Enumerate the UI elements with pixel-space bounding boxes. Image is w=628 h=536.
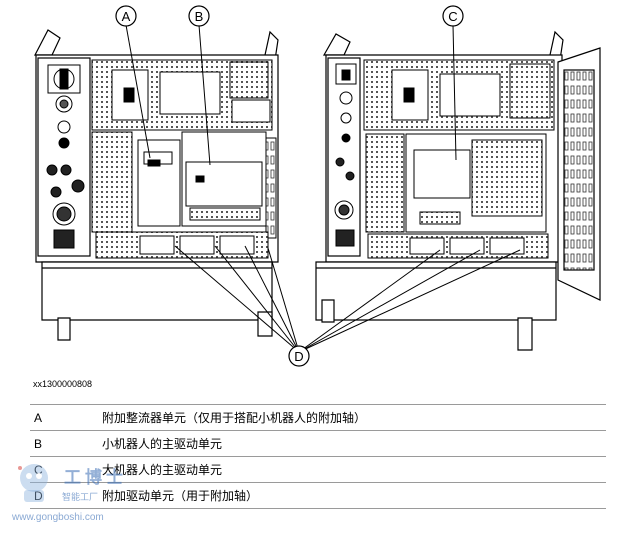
legend-description: 附加整流器单元（仅用于搭配小机器人的附加轴） (96, 404, 606, 431)
cabinet-illustration: A B C D (34, 5, 601, 367)
legend-row: B 小机器人的主驱动单元 (30, 430, 606, 457)
legend-key: D (30, 482, 96, 509)
callout-c: C (442, 5, 464, 27)
watermark-tagline: 智能工厂 (62, 493, 99, 503)
watermark-logo-icon (18, 464, 48, 502)
svg-text:C: C (448, 9, 457, 24)
legend-row: A 附加整流器单元（仅用于搭配小机器人的附加轴） (30, 404, 606, 431)
callout-d: D (288, 345, 310, 367)
legend-key: C (30, 456, 96, 483)
left-cabinet-interior (46, 59, 277, 259)
legend-row: D 附加驱动单元（用于附加轴） (30, 482, 606, 509)
svg-text:B: B (195, 9, 204, 24)
legend-description: 附加驱动单元（用于附加轴） (96, 482, 606, 509)
legend-key: A (30, 404, 96, 431)
legend-table: A 附加整流器单元（仅用于搭配小机器人的附加轴） B 小机器人的主驱动单元 C … (30, 404, 606, 509)
legend-key: B (30, 430, 96, 457)
right-cabinet-interior (334, 59, 555, 259)
watermark-url: www.gongboshi.com (12, 512, 104, 523)
figure-id: xx1300000808 (33, 379, 93, 389)
callout-leaders (125, 24, 521, 353)
legend-row: C 大机器人的主驱动单元 (30, 456, 606, 483)
legend-description: 大机器人的主驱动单元 (96, 456, 606, 483)
watermark-brand: 工博士 (64, 468, 127, 488)
svg-text:D: D (294, 349, 303, 364)
callout-b: B (188, 5, 210, 27)
svg-text:A: A (122, 9, 131, 24)
legend-description: 小机器人的主驱动单元 (96, 430, 606, 457)
callout-a: A (115, 5, 137, 27)
